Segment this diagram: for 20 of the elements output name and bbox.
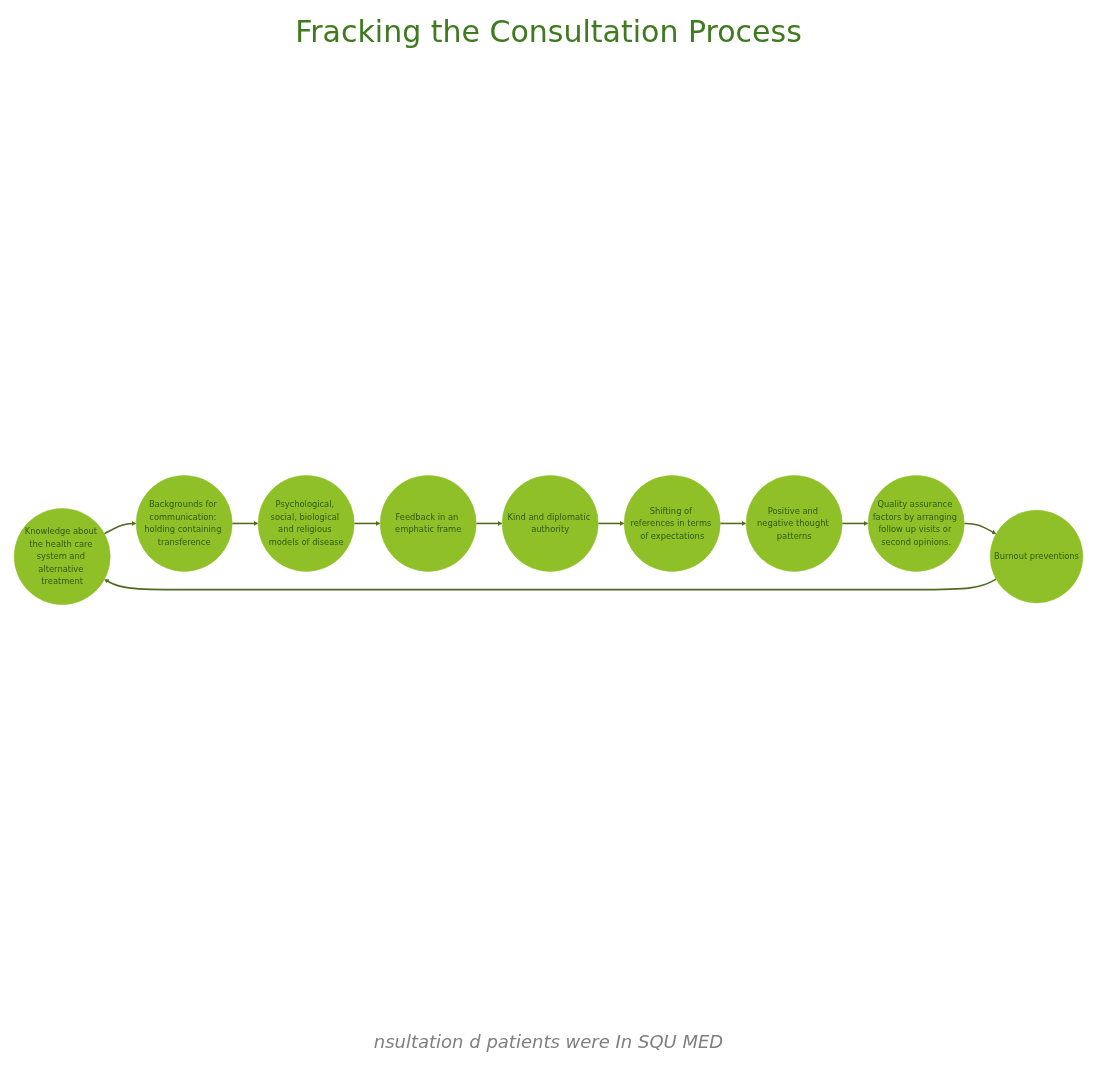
arrow [719, 521, 747, 526]
node-circle: Knowledge about the health care system and alternative treatment [13, 508, 111, 605]
diagram-title: Fracking the Consultation Process [295, 14, 802, 49]
note-text: nsultation d patients were In SQU MED [373, 1031, 724, 1052]
node-circle: Shifting of references in terms of expectations [623, 475, 721, 572]
arrow [353, 521, 381, 526]
arrow [597, 521, 625, 526]
arrow [963, 522, 997, 535]
node-circle: Psychological, social, biological and religious models of disease [257, 475, 355, 572]
arrow [231, 521, 259, 526]
arrow [841, 521, 869, 526]
node-circle: Backgrounds for communication: holding containing transference [135, 475, 233, 572]
node-circle: Kind and diplomatic authority [501, 475, 599, 572]
node-circle: Feedback in an emphatic frame [379, 475, 477, 572]
arrow [475, 521, 503, 526]
node-circle: Positive and negative thought patterns [745, 475, 843, 572]
arrow [103, 521, 137, 535]
node-circle: Quality assurance factors by arranging follow up visits or second opinions. [867, 475, 965, 572]
node-circle: Burnout preventions [989, 509, 1084, 604]
arrow [104, 578, 997, 591]
